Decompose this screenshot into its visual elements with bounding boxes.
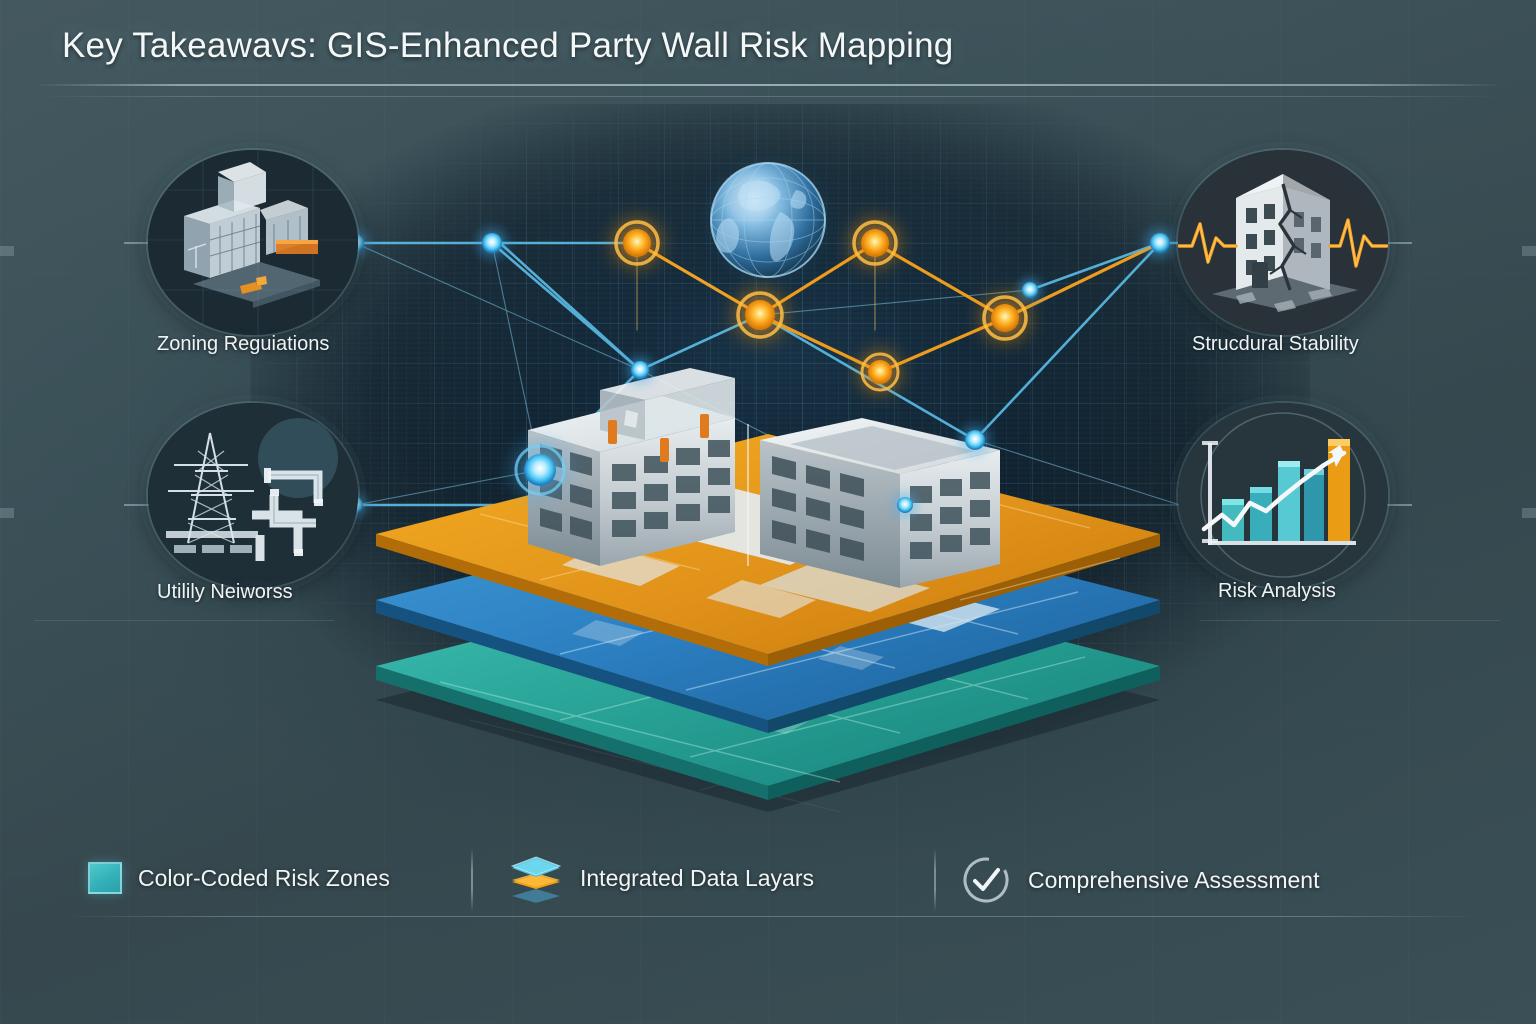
legend-label: Integrated Data Layars bbox=[580, 864, 814, 891]
badge-label-utility-networks: Utilily Neiworss bbox=[157, 581, 293, 603]
legend-label: Color-Coded Risk Zones bbox=[138, 864, 390, 891]
legend-item-comprehensive-assessment[interactable]: Comprehensive Assessment bbox=[960, 854, 1319, 906]
legend-item-color-coded-risk-zones[interactable]: Color-Coded Risk Zones bbox=[88, 862, 390, 894]
title-divider-secondary bbox=[34, 96, 1502, 97]
bar-chart-trend-icon bbox=[1178, 403, 1388, 588]
frame-line-right bbox=[1200, 620, 1500, 621]
badge-label-zoning-regulations: Zoning Reguiations bbox=[157, 333, 330, 355]
stacked-layers-icon bbox=[510, 856, 562, 903]
blueprint-building-icon bbox=[148, 150, 358, 335]
title-divider bbox=[34, 84, 1502, 86]
frame-tick-left-top bbox=[0, 246, 14, 256]
badge-label-structural-stability: Strucdural Stability bbox=[1192, 333, 1359, 355]
badge-structural-stability[interactable] bbox=[1178, 150, 1388, 335]
frame-line-left bbox=[34, 620, 334, 621]
badge-label-risk-analysis: Risk Analysis bbox=[1218, 580, 1336, 602]
badge-zoning-regulations[interactable] bbox=[148, 150, 358, 335]
legend-divider-1 bbox=[471, 848, 473, 912]
scanline-overlay bbox=[250, 104, 1310, 804]
pylon-pipes-icon bbox=[148, 403, 358, 588]
badge-utility-networks[interactable] bbox=[148, 403, 358, 588]
tech-backdrop-panel bbox=[250, 104, 1310, 804]
frame-tick-right-top bbox=[1522, 246, 1536, 256]
legend-divider-horizontal bbox=[60, 916, 1480, 917]
frame-tick-right-bottom bbox=[1522, 508, 1536, 518]
teal-square-swatch bbox=[88, 862, 122, 894]
badge-risk-analysis[interactable] bbox=[1178, 403, 1388, 588]
frame-tick-left-bottom bbox=[0, 508, 14, 518]
legend-divider-2 bbox=[934, 848, 936, 912]
legend-item-integrated-data-layers[interactable]: Integrated Data Layars bbox=[508, 853, 814, 903]
legend-label: Comprehensive Assessment bbox=[1028, 866, 1320, 893]
cracked-building-waveform-icon bbox=[1178, 150, 1388, 335]
check-circle-icon bbox=[963, 857, 1009, 903]
page-title: Key Takeawavs: GIS-Enhanced Party Wall R… bbox=[62, 26, 954, 65]
